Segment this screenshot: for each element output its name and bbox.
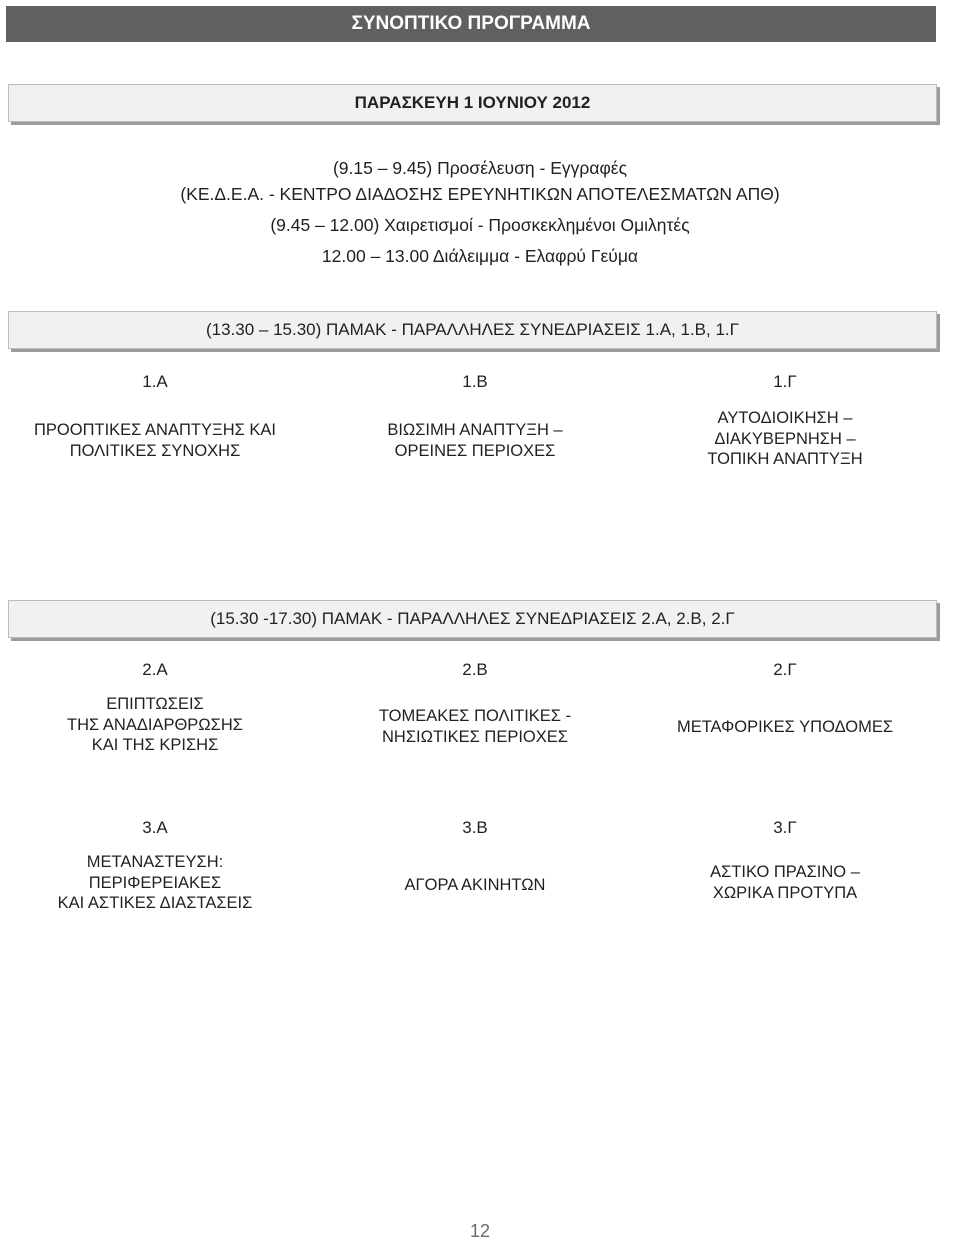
session-code-1a: 1.Α bbox=[142, 372, 168, 391]
session-title-1c: ΑΥΤΟΔΙΟΙΚΗΣΗ – ΔΙΑΚΥΒΕΡΝΗΣΗ – ΤΟΠΙΚΗ ΑΝΑ… bbox=[640, 408, 930, 470]
session-title-line: ΜΕΤΑΦΟΡΙΚΕΣ ΥΠΟΔΟΜΕΣ bbox=[676, 718, 894, 736]
session-title-line: ΠΕΡΙΦΕΡΕΙΑΚΕΣ bbox=[88, 873, 222, 892]
session-title-1b: ΒΙΩΣΙΜΗ ΑΝΑΠΤΥΞΗ – ΟΡΕΙΝΕΣ ΠΕΡΙΟΧΕΣ bbox=[330, 420, 620, 461]
session-code-2b: 2.Β bbox=[462, 660, 488, 679]
session-code-3c: 3.Γ bbox=[773, 818, 797, 837]
page-number: 12 bbox=[469, 1221, 491, 1241]
opening-line: (9.15 – 9.45) Προσέλευση - Εγγραφές bbox=[332, 158, 628, 178]
session-code-2c: 2.Γ bbox=[773, 660, 797, 679]
session-title-line: ΤΗΣ ΑΝΑΔΙΑΡΘΡΩΣΗΣ bbox=[67, 715, 243, 734]
session-title-line: ΕΠΙΠΤΩΣΕΙΣ bbox=[106, 695, 204, 713]
opening-line: 12.00 – 13.00 Διάλειμμα - Ελαφρύ Γεύμα bbox=[321, 245, 639, 266]
opening-line: (ΚΕ.Δ.Ε.Α. - ΚΕΝΤΡΟ ΔΙΑΔΟΣΗΣ ΕΡΕΥΝΗΤΙΚΩΝ… bbox=[180, 183, 780, 204]
session-title-3b: ΑΓΟΡΑ ΑΚΙΝΗΤΩΝ bbox=[330, 875, 620, 896]
session-title-line: ΚΑΙ ΑΣΤΙΚΕΣ ΔΙΑΣΤΑΣΕΙΣ bbox=[57, 894, 253, 912]
session-title-line: ΒΙΩΣΙΜΗ ΑΝΑΠΤΥΞΗ – bbox=[387, 421, 563, 439]
session-title-line: ΑΥΤΟΔΙΟΙΚΗΣΗ – bbox=[717, 409, 853, 427]
session-title-line: ΜΕΤΑΝΑΣΤΕΥΣΗ: bbox=[86, 853, 224, 871]
session-title-line: ΔΙΑΚΥΒΕΡΝΗΣΗ – bbox=[714, 429, 856, 448]
session-title-line: ΑΣΤΙΚΟ ΠΡΑΣΙΝΟ – bbox=[710, 863, 860, 881]
session-title-line: ΟΡΕΙΝΕΣ ΠΕΡΙΟΧΕΣ bbox=[394, 441, 556, 460]
session-title-line: ΑΓΟΡΑ ΑΚΙΝΗΤΩΝ bbox=[404, 876, 546, 894]
day-header: ΠΑΡΑΣΚΕΥΗ 1 ΙΟΥΝΙΟΥ 2012 bbox=[8, 84, 937, 122]
session-title-line: ΧΩΡΙΚΑ ΠΡΟΤΥΠΑ bbox=[712, 883, 858, 902]
session-title-2b: ΤΟΜΕΑΚΕΣ ΠΟΛΙΤΙΚΕΣ - ΝΗΣΙΩΤΙΚΕΣ ΠΕΡΙΟΧΕΣ bbox=[330, 706, 620, 747]
opening-schedule: (9.15 – 9.45) Προσέλευση - Εγγραφές (ΚΕ.… bbox=[0, 154, 960, 271]
program-title-banner: ΣΥΝΟΠΤΙΚΟ ΠΡΟΓΡΑΜΜΑ bbox=[6, 6, 936, 42]
session-title-line: ΝΗΣΙΩΤΙΚΕΣ ΠΕΡΙΟΧΕΣ bbox=[382, 727, 568, 746]
session-title-line: ΠΡΟΟΠΤΙΚΕΣ ΑΝΑΠΤΥΞΗΣ ΚΑΙ bbox=[34, 421, 276, 439]
session-block-1-header: (13.30 – 15.30) ΠΑΜΑΚ - ΠΑΡΑΛΛΗΛΕΣ ΣΥΝΕΔ… bbox=[8, 311, 937, 349]
session-title-line: ΚΑΙ ΤΗΣ ΚΡΙΣΗΣ bbox=[91, 736, 219, 754]
session-title-line: ΠΟΛΙΤΙΚΕΣ ΣΥΝΟΧΗΣ bbox=[69, 441, 241, 460]
session-code-2a: 2.Α bbox=[142, 660, 168, 679]
session-code-3b: 3.Β bbox=[462, 818, 488, 837]
session-title-line: ΤΟΜΕΑΚΕΣ ΠΟΛΙΤΙΚΕΣ - bbox=[378, 707, 572, 725]
session-block-2-header: (15.30 -17.30) ΠΑΜΑΚ - ΠΑΡΑΛΛΗΛΕΣ ΣΥΝΕΔΡ… bbox=[8, 600, 937, 638]
session-code-1c: 1.Γ bbox=[773, 372, 797, 391]
session-title-2c: ΜΕΤΑΦΟΡΙΚΕΣ ΥΠΟΔΟΜΕΣ bbox=[640, 717, 930, 738]
session-title-3a: ΜΕΤΑΝΑΣΤΕΥΣΗ: ΠΕΡΙΦΕΡΕΙΑΚΕΣ ΚΑΙ ΑΣΤΙΚΕΣ … bbox=[10, 852, 300, 914]
session-title-1a: ΠΡΟΟΠΤΙΚΕΣ ΑΝΑΠΤΥΞΗΣ ΚΑΙ ΠΟΛΙΤΙΚΕΣ ΣΥΝΟΧ… bbox=[10, 420, 300, 461]
session-title-2a: ΕΠΙΠΤΩΣΕΙΣ ΤΗΣ ΑΝΑΔΙΑΡΘΡΩΣΗΣ ΚΑΙ ΤΗΣ ΚΡΙ… bbox=[10, 694, 300, 756]
session-title-3c: ΑΣΤΙΚΟ ΠΡΑΣΙΝΟ – ΧΩΡΙΚΑ ΠΡΟΤΥΠΑ bbox=[640, 862, 930, 903]
opening-line: (9.45 – 12.00) Χαιρετισμοί - Προσκεκλημέ… bbox=[270, 215, 690, 235]
session-code-1b: 1.Β bbox=[462, 372, 488, 391]
session-code-3a: 3.Α bbox=[142, 818, 168, 837]
session-title-line: ΤΟΠΙΚΗ ΑΝΑΠΤΥΞΗ bbox=[707, 450, 863, 468]
